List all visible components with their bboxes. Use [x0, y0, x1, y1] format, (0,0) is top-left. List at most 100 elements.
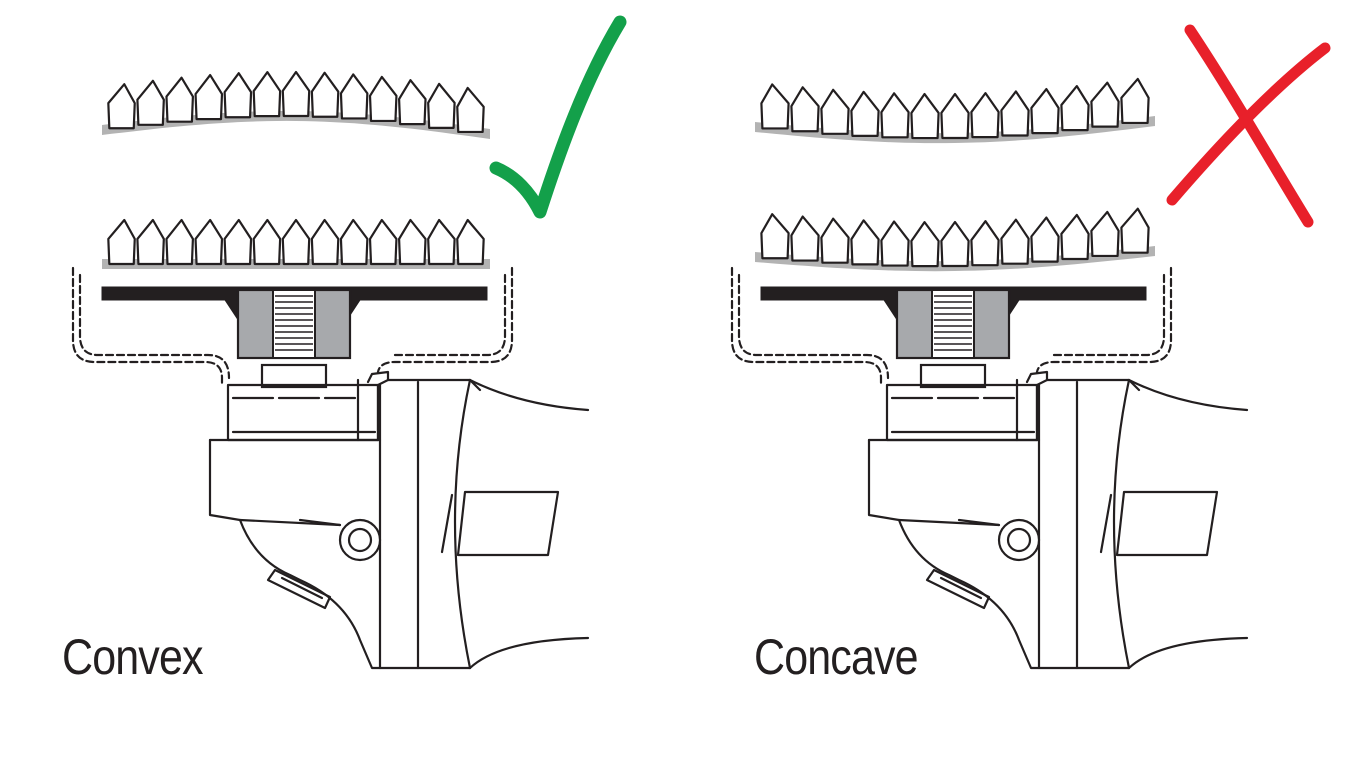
disc-flap [165, 218, 195, 266]
disc-flap [107, 218, 136, 266]
disc-flap [760, 83, 790, 130]
disc-flap [339, 218, 369, 266]
switch-slot [1115, 490, 1219, 557]
disc-flap [1030, 216, 1060, 263]
disc-flap [310, 218, 340, 266]
switch-slot-edge [440, 493, 454, 554]
vent-slot-inner [280, 576, 324, 600]
spindle-thread [931, 289, 975, 359]
cross-stroke-2 [1166, 42, 1331, 206]
disc-flap [252, 71, 282, 118]
disc-flap [1120, 77, 1150, 125]
housing-ridge [897, 518, 1001, 527]
disc-flap [1090, 81, 1120, 128]
guard-outline-inner [78, 273, 507, 380]
caption-convex: Convex [62, 629, 203, 685]
guard-outline-outer [71, 266, 514, 387]
disc-flap [1060, 213, 1090, 261]
motor-bottom [468, 636, 590, 670]
disc-flap [940, 220, 970, 268]
angle-grinder-right [730, 266, 1249, 670]
motor-bottom [1127, 636, 1249, 670]
flap-disc-mounted-left [102, 218, 490, 269]
guard-outline-inner [737, 273, 1166, 380]
pivot-screw [1006, 527, 1032, 553]
disc-flap [456, 218, 485, 266]
disc-flap [850, 90, 880, 137]
disc-flap [136, 218, 165, 266]
disc-flap [281, 70, 311, 118]
disc-flap [910, 92, 940, 140]
spindle-thread [272, 289, 316, 359]
disc-flap [790, 86, 820, 133]
disc-flap [1030, 87, 1060, 135]
angle-grinder-left [71, 266, 590, 670]
disc-flap [820, 88, 850, 135]
disc-flap [194, 74, 224, 121]
spindle-collar [919, 363, 987, 389]
disc-flap [1000, 90, 1030, 137]
switch-slot-edge [1099, 493, 1113, 554]
flap-disc-concave-loose [755, 77, 1155, 144]
disc-flap [910, 221, 940, 268]
housing-outline [208, 438, 472, 670]
disc-flap [223, 218, 253, 266]
cross-icon [1166, 24, 1331, 228]
disc-flap [456, 86, 485, 134]
disc-flap [1120, 207, 1150, 254]
disc-flap [368, 218, 398, 266]
housing-ridge [238, 518, 342, 527]
guard-clamp [1025, 370, 1049, 442]
disc-flap [760, 213, 790, 260]
flap-disc-mounted-right [755, 207, 1155, 272]
disc-flap [880, 92, 910, 139]
disc-flap [1060, 85, 1090, 132]
disc-flap [397, 79, 427, 126]
switch-slot [456, 490, 560, 557]
disc-flap [368, 75, 398, 123]
caption-concave: Concave [754, 629, 919, 685]
disc-flap [427, 218, 456, 266]
disc-flap [107, 83, 136, 130]
pivot-line [298, 518, 342, 527]
disc-flap [223, 72, 253, 119]
panel-convex [71, 15, 627, 670]
disc-flap [194, 218, 224, 266]
disc-flap [880, 220, 910, 267]
guard-outline-outer [730, 266, 1173, 387]
guard-clamp [366, 370, 390, 442]
disc-flap [850, 219, 880, 266]
vent-slot-inner [939, 576, 983, 600]
disc-flap [940, 92, 970, 140]
flap-disc-convex-loose [102, 70, 490, 139]
pivot-line [957, 518, 1001, 527]
check-stroke [489, 15, 627, 219]
disc-flap [790, 215, 820, 262]
housing-top-edge [386, 378, 482, 392]
disc-flap [427, 82, 456, 129]
disc-flap [820, 217, 850, 264]
motor-seam [1112, 378, 1131, 670]
disc-flap [310, 71, 340, 118]
disc-flap [1000, 218, 1030, 265]
disc-flap [281, 218, 311, 266]
check-icon [489, 15, 627, 219]
disc-flap [970, 92, 1000, 139]
housing-top-edge [1045, 378, 1141, 392]
cross-stroke-1 [1184, 24, 1314, 228]
disc-flap [339, 73, 369, 120]
motor-seam [453, 378, 472, 670]
vent-slot [266, 568, 332, 610]
vent-slot [925, 568, 991, 610]
motor-top [468, 378, 590, 412]
disc-flap [252, 218, 282, 266]
disc-flap [1090, 210, 1120, 258]
disc-flap [970, 220, 1000, 267]
motor-top [1127, 378, 1249, 412]
disc-flap [136, 79, 165, 126]
pivot-screw [347, 527, 373, 553]
disc-flap [165, 76, 195, 123]
housing-outline [867, 438, 1131, 670]
spindle-collar [260, 363, 328, 389]
